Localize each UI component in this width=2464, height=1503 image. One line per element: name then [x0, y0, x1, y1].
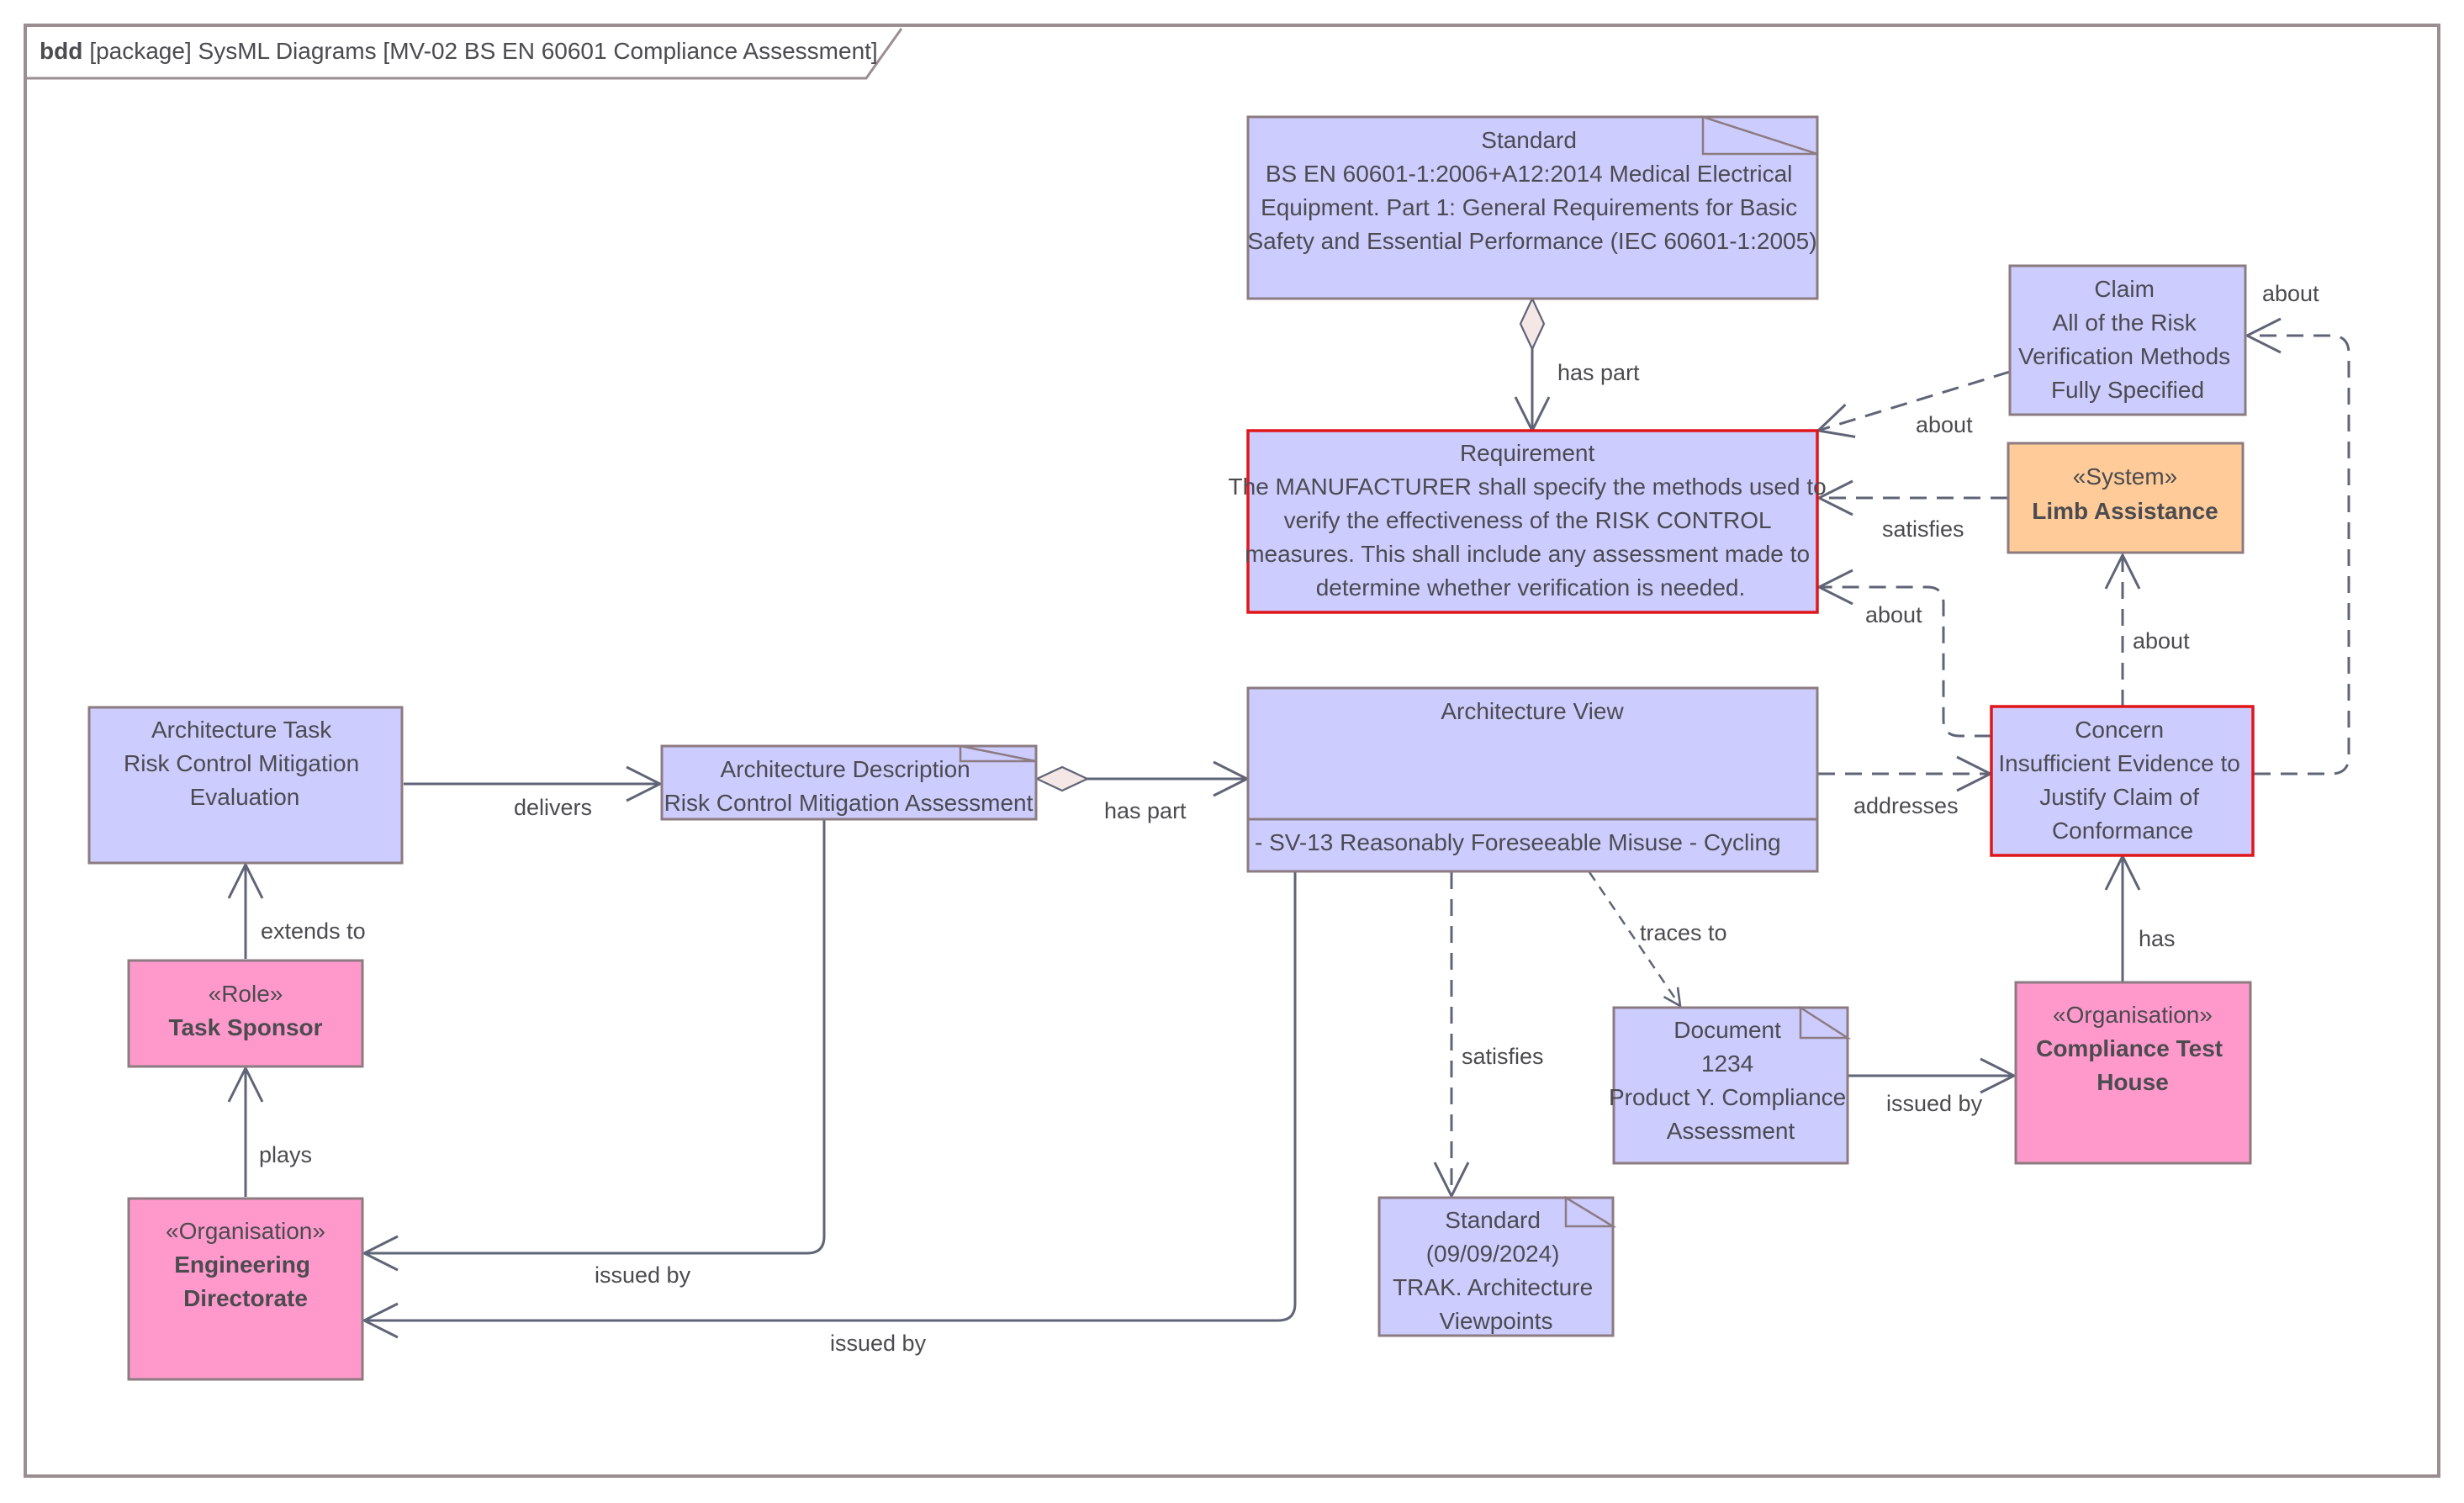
document-line: Product Y. Compliance [1609, 1084, 1846, 1110]
engineering-directorate-name-line: Directorate [183, 1285, 308, 1311]
compliance-test-house-name: Compliance Test House [2036, 1035, 2229, 1095]
label-org-plays-role: plays [259, 1142, 312, 1167]
claim-block[interactable]: Claim All of the Risk Verification Metho… [2008, 264, 2247, 416]
standard-trak-line: Standard [1445, 1207, 1541, 1233]
concern-line: Justify Claim of [2039, 784, 2199, 810]
standard-60601-line: Safety and Essential Performance (IEC 60… [1247, 228, 1816, 254]
compliance-test-house-stereotype: «Organisation» [2053, 1002, 2213, 1028]
standard-60601-line: BS EN 60601-1:2006+A12:2014 Medical Elec… [1266, 161, 1793, 187]
document-text: Document 1234 Product Y. Compliance Asse… [1609, 1017, 1853, 1144]
connector-view-traces-doc[interactable] [1588, 871, 1680, 1006]
claim-line: Fully Specified [2051, 377, 2204, 403]
document-line: 1234 [1701, 1051, 1753, 1077]
role-task-sponsor-block[interactable]: «Role» Task Sponsor [127, 959, 364, 1068]
frame-title: bdd [package] SysML Diagrams [MV-02 BS EN… [40, 38, 878, 64]
system-stereotype: «System» [2073, 463, 2178, 490]
engineering-directorate-name: Engineering Directorate [174, 1252, 317, 1311]
diagram-frame [24, 24, 2440, 1478]
connector-concern-about-req[interactable] [1819, 587, 1991, 738]
label-doc-issued-by: issued by [1886, 1091, 1983, 1116]
label-view-issued-by: issued by [830, 1331, 927, 1356]
engineering-directorate-stereotype: «Organisation» [166, 1218, 325, 1244]
compliance-test-house-block[interactable]: «Organisation» Compliance Test House [2014, 981, 2252, 1165]
requirement-line: measures. This shall include any assessm… [1245, 541, 1810, 567]
requirement-line: determine whether verification is needed… [1316, 574, 1746, 601]
claim-line: Verification Methods [2018, 343, 2230, 369]
concern-text: Concern Insufficient Evidence to Justify… [1998, 717, 2246, 844]
standard-60601-block[interactable]: Standard BS EN 60601-1:2006+A12:2014 Med… [1246, 115, 1819, 300]
concern-line: Concern [2075, 717, 2164, 743]
label-system-satisfies-req: satisfies [1882, 516, 1964, 542]
architecture-description-line: Architecture Description [720, 756, 970, 782]
concern-block[interactable]: Concern Insufficient Evidence to Justify… [1990, 705, 2255, 857]
architecture-description-text: Architecture Description Risk Control Mi… [664, 756, 1034, 816]
document-1234-block[interactable]: Document 1234 Product Y. Compliance Asse… [1609, 1005, 1853, 1165]
label-th-has-concern: has [2139, 926, 2176, 951]
label-desc-issued-by: issued by [595, 1262, 691, 1288]
standard-trak-line: (09/09/2024) [1426, 1241, 1560, 1267]
architecture-task-line: Risk Control Mitigation [124, 750, 359, 776]
engineering-directorate-block[interactable]: «Organisation» Engineering Directorate [127, 1197, 364, 1381]
architecture-view-compartment: - SV-13 Reasonably Foreseeable Misuse - … [1255, 829, 1781, 855]
requirement-block[interactable]: Requirement The MANUFACTURER shall speci… [1229, 429, 1833, 614]
label-view-satisfies-std: satisfies [1462, 1044, 1544, 1069]
concern-line: Conformance [2052, 818, 2193, 844]
system-name: Limb Assistance [2032, 498, 2218, 524]
standard-trak-block[interactable]: Standard (09/09/2024) TRAK. Architecture… [1377, 1195, 1617, 1337]
architecture-description-block[interactable]: Architecture Description Risk Control Mi… [660, 744, 1038, 821]
requirement-text: Requirement The MANUFACTURER shall speci… [1229, 440, 1833, 601]
label-concern-about-system: about [2133, 628, 2190, 654]
label-desc-has-part-view: has part [1104, 798, 1187, 823]
role-name: Task Sponsor [168, 1014, 322, 1040]
connector-claim-about-req[interactable] [1818, 370, 2011, 431]
frame-package-title: [package] SysML Diagrams [MV-02 BS EN 60… [89, 38, 877, 64]
requirement-line: The MANUFACTURER shall specify the metho… [1229, 474, 1827, 500]
label-std-has-part: has part [1557, 360, 1640, 385]
engineering-directorate-name-line: Engineering [174, 1252, 310, 1278]
document-line: Document [1674, 1017, 1781, 1043]
standard-60601-line: Standard [1481, 127, 1577, 153]
document-line: Assessment [1667, 1118, 1795, 1144]
frame-tab [25, 28, 903, 80]
connector-desc-issued-by[interactable] [364, 820, 826, 1253]
frame-kind: bdd [40, 38, 82, 64]
standard-trak-line: Viewpoints [1440, 1308, 1553, 1334]
label-view-addresses-concern: addresses [1853, 793, 1959, 818]
architecture-task-block[interactable]: Architecture Task Risk Control Mitigatio… [87, 706, 404, 865]
architecture-view-block[interactable]: Architecture View - SV-13 Reasonably For… [1246, 686, 1819, 873]
claim-text: Claim All of the Risk Verification Metho… [2018, 276, 2237, 403]
label-concern-about-req: about [1865, 602, 1922, 627]
compliance-test-house-name-line: House [2097, 1069, 2169, 1095]
claim-line: Claim [2094, 276, 2155, 302]
label-task-delivers-desc: delivers [514, 795, 592, 820]
standard-trak-text: Standard (09/09/2024) TRAK. Architecture… [1393, 1207, 1599, 1334]
architecture-view-title: Architecture View [1441, 698, 1624, 724]
requirement-line: verify the effectiveness of the RISK CON… [1284, 507, 1771, 533]
role-stereotype: «Role» [209, 981, 283, 1007]
connector-view-issued-by[interactable] [364, 872, 1297, 1320]
label-role-extends-task: extends to [261, 918, 366, 944]
standard-trak-line: TRAK. Architecture [1393, 1274, 1593, 1300]
label-concern-about-claim: about [2262, 281, 2319, 306]
architecture-task-line: Architecture Task [151, 717, 332, 743]
requirement-line: Requirement [1460, 440, 1595, 466]
standard-60601-text: Standard BS EN 60601-1:2006+A12:2014 Med… [1247, 127, 1816, 254]
connector-concern-about-claim[interactable] [2247, 336, 2350, 775]
label-view-traces-doc: traces to [1640, 920, 1727, 945]
label-claim-about-req: about [1916, 412, 1973, 437]
system-limb-assistance-block[interactable]: «System» Limb Assistance [2007, 442, 2245, 554]
standard-60601-line: Equipment. Part 1: General Requirements … [1261, 194, 1797, 220]
concern-line: Insufficient Evidence to [1998, 750, 2239, 776]
architecture-task-text: Architecture Task Risk Control Mitigatio… [124, 717, 366, 810]
claim-line: All of the Risk [2053, 310, 2197, 336]
architecture-task-line: Evaluation [190, 784, 300, 810]
compliance-test-house-name-line: Compliance Test [2036, 1035, 2223, 1061]
architecture-description-line: Risk Control Mitigation Assessment [664, 790, 1034, 816]
